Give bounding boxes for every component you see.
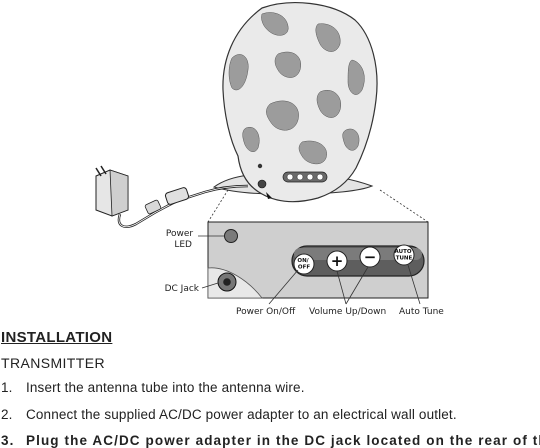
lamp-led-dot <box>257 163 263 169</box>
step-item: 2. Connect the supplied AC/DC power adapt… <box>1 407 540 422</box>
salt-rock-lamp <box>222 2 378 203</box>
rock-texture <box>228 12 365 165</box>
plus-icon: + <box>331 252 344 270</box>
step-text: Connect the supplied AC/DC power adapter… <box>26 407 457 422</box>
volume-down-button[interactable] <box>359 246 381 268</box>
step-number: 3. <box>1 433 15 448</box>
on-off-button-label: ON/ OFF <box>297 258 310 271</box>
zoom-inset <box>207 221 429 299</box>
zoom-line-right <box>379 189 429 223</box>
section-subheading: TRANSMITTER <box>1 355 105 371</box>
minus-icon: − <box>364 248 377 266</box>
power-led <box>224 229 238 243</box>
plug-arrow <box>264 190 272 199</box>
step-text: Plug the AC/DC power adapter in the DC j… <box>26 433 540 448</box>
auto-tune-button[interactable] <box>393 244 415 266</box>
step-number: 1. <box>1 380 13 395</box>
product-illustration: ON/ OFF + − AUTO TUNE Power LED DC Jack … <box>95 2 444 317</box>
step-number: 2. <box>1 407 13 422</box>
step-text: Insert the antenna tube into the antenna… <box>26 380 305 395</box>
zoom-line-left <box>207 189 229 223</box>
lamp-control-strip <box>282 171 328 183</box>
step-item: 1. Insert the antenna tube into the anten… <box>1 380 540 395</box>
power-on-off-label: Power On/Off <box>236 307 296 317</box>
step-item: 3. Plug the AC/DC power adapter in the DC… <box>1 433 540 448</box>
volume-up-down-label: Volume Up/Down <box>309 307 386 317</box>
power-adapter <box>95 165 129 217</box>
cable-connector <box>164 187 190 205</box>
power-led-label: Power LED <box>166 229 196 250</box>
auto-tune-button-label: AUTO TUNE <box>395 249 414 262</box>
section-heading: INSTALLATION <box>1 329 113 346</box>
lamp-dc-jack <box>257 179 267 189</box>
auto-tune-label: Auto Tune <box>399 307 444 317</box>
callout-leaders <box>198 235 421 305</box>
dc-jack-label: DC Jack <box>165 284 200 294</box>
on-off-button[interactable] <box>293 253 315 275</box>
